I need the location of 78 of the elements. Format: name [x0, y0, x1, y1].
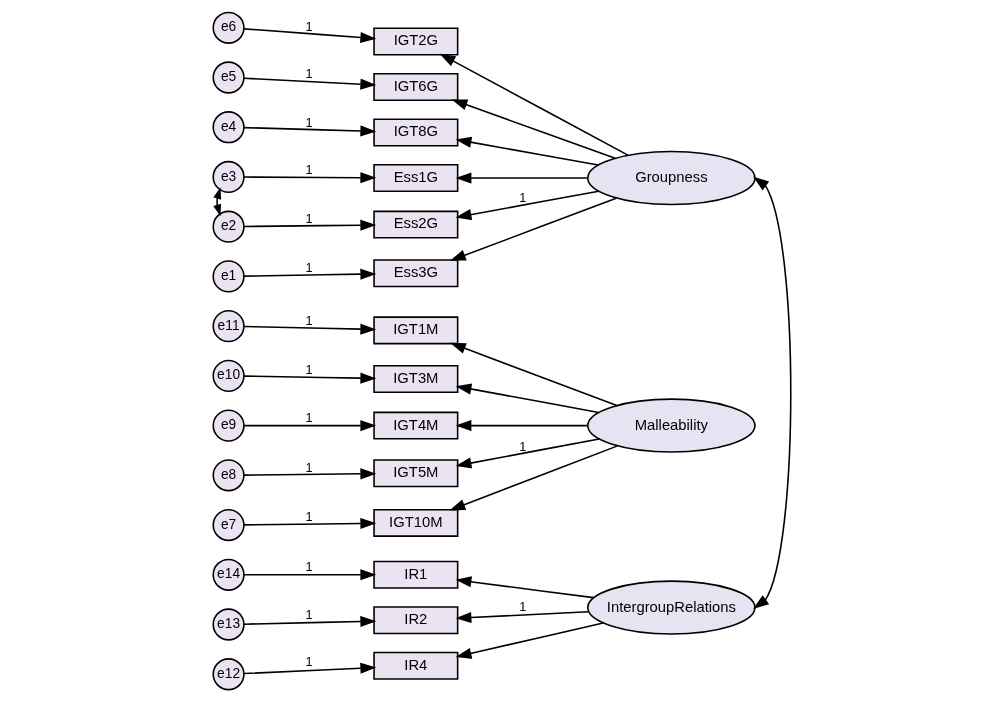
node-box: IGT5M: [373, 459, 459, 488]
node-circle: e5: [212, 61, 245, 94]
arrow: [455, 610, 590, 624]
arrow: [243, 323, 377, 335]
node-box: Ess1G: [373, 164, 459, 193]
node-box: IR4: [373, 651, 459, 680]
arrow: [449, 342, 618, 407]
edge-label: 1: [519, 600, 527, 615]
arrow: [213, 187, 222, 217]
arrow: [243, 219, 377, 231]
node-circle: e10: [212, 359, 245, 392]
arrow: [455, 438, 600, 469]
node-circle: e11: [212, 310, 245, 343]
arrow: [243, 615, 377, 628]
edge-label: 1: [305, 655, 313, 670]
node-ellipse: Groupness: [587, 150, 756, 206]
edge-label: 1: [519, 439, 527, 454]
arrow: [243, 172, 377, 184]
arrow: [243, 77, 377, 90]
node-circle: e12: [212, 658, 245, 691]
arrow: [455, 136, 599, 166]
arrow: [243, 420, 377, 432]
arrow: [449, 197, 618, 261]
arrow: [455, 420, 589, 432]
node-circle: e2: [212, 210, 245, 243]
node-ellipse: Malleability: [587, 398, 756, 453]
node-box: IGT3M: [373, 365, 459, 394]
edge-label: 1: [305, 607, 313, 622]
node-box: Ess2G: [373, 210, 459, 239]
edge-label: 1: [305, 560, 313, 575]
node-circle: e8: [212, 459, 245, 492]
arrow: [439, 53, 629, 156]
node-box: IR1: [373, 560, 459, 589]
node-circle: e6: [212, 11, 245, 44]
arrow: [455, 190, 600, 221]
arrow: [243, 518, 377, 530]
arrow: [455, 622, 604, 659]
node-circle: e9: [212, 409, 245, 442]
node-circle: e1: [212, 260, 245, 293]
node-ellipse: IntergroupRelations: [587, 580, 756, 635]
arrow: [455, 383, 600, 414]
edge-label: 1: [305, 510, 313, 525]
arrow: [243, 125, 377, 137]
edge-label: 1: [519, 190, 527, 205]
edge-label: 1: [305, 313, 313, 328]
node-box: IGT8G: [373, 118, 459, 147]
node-circle: e3: [212, 160, 245, 194]
node-box: IGT10M: [373, 508, 459, 537]
node-circle: e4: [212, 111, 245, 144]
edge-label: 1: [305, 363, 313, 378]
arrow: [243, 372, 377, 384]
edge-label: 1: [305, 19, 313, 34]
edge-label: 1: [305, 212, 313, 227]
arrow: [243, 569, 377, 581]
edge-label: 1: [305, 460, 313, 475]
arrow: [451, 99, 616, 159]
node-box: IGT2G: [373, 27, 459, 56]
arrow: [753, 176, 792, 609]
arrow: [243, 468, 377, 480]
node-box: Ess3G: [373, 259, 459, 288]
node-box: IGT6G: [373, 73, 459, 102]
node-box: IR2: [373, 606, 459, 635]
edge-label: 1: [305, 163, 313, 178]
node-circle: e13: [212, 608, 245, 641]
edge-label: 1: [305, 260, 313, 275]
arrow: [243, 28, 377, 43]
arrow: [243, 662, 377, 675]
arrow: [455, 576, 595, 599]
node-circle: e7: [212, 508, 245, 542]
edge-label: 1: [305, 411, 313, 425]
edge-label: 1: [305, 115, 313, 130]
node-box: IGT4M: [373, 411, 459, 440]
arrow: [243, 268, 377, 280]
node-circle: e14: [212, 558, 245, 591]
arrow: [449, 445, 619, 511]
node-box: IGT1M: [373, 316, 459, 345]
edge-label: 1: [305, 67, 313, 82]
arrow: [455, 172, 589, 184]
